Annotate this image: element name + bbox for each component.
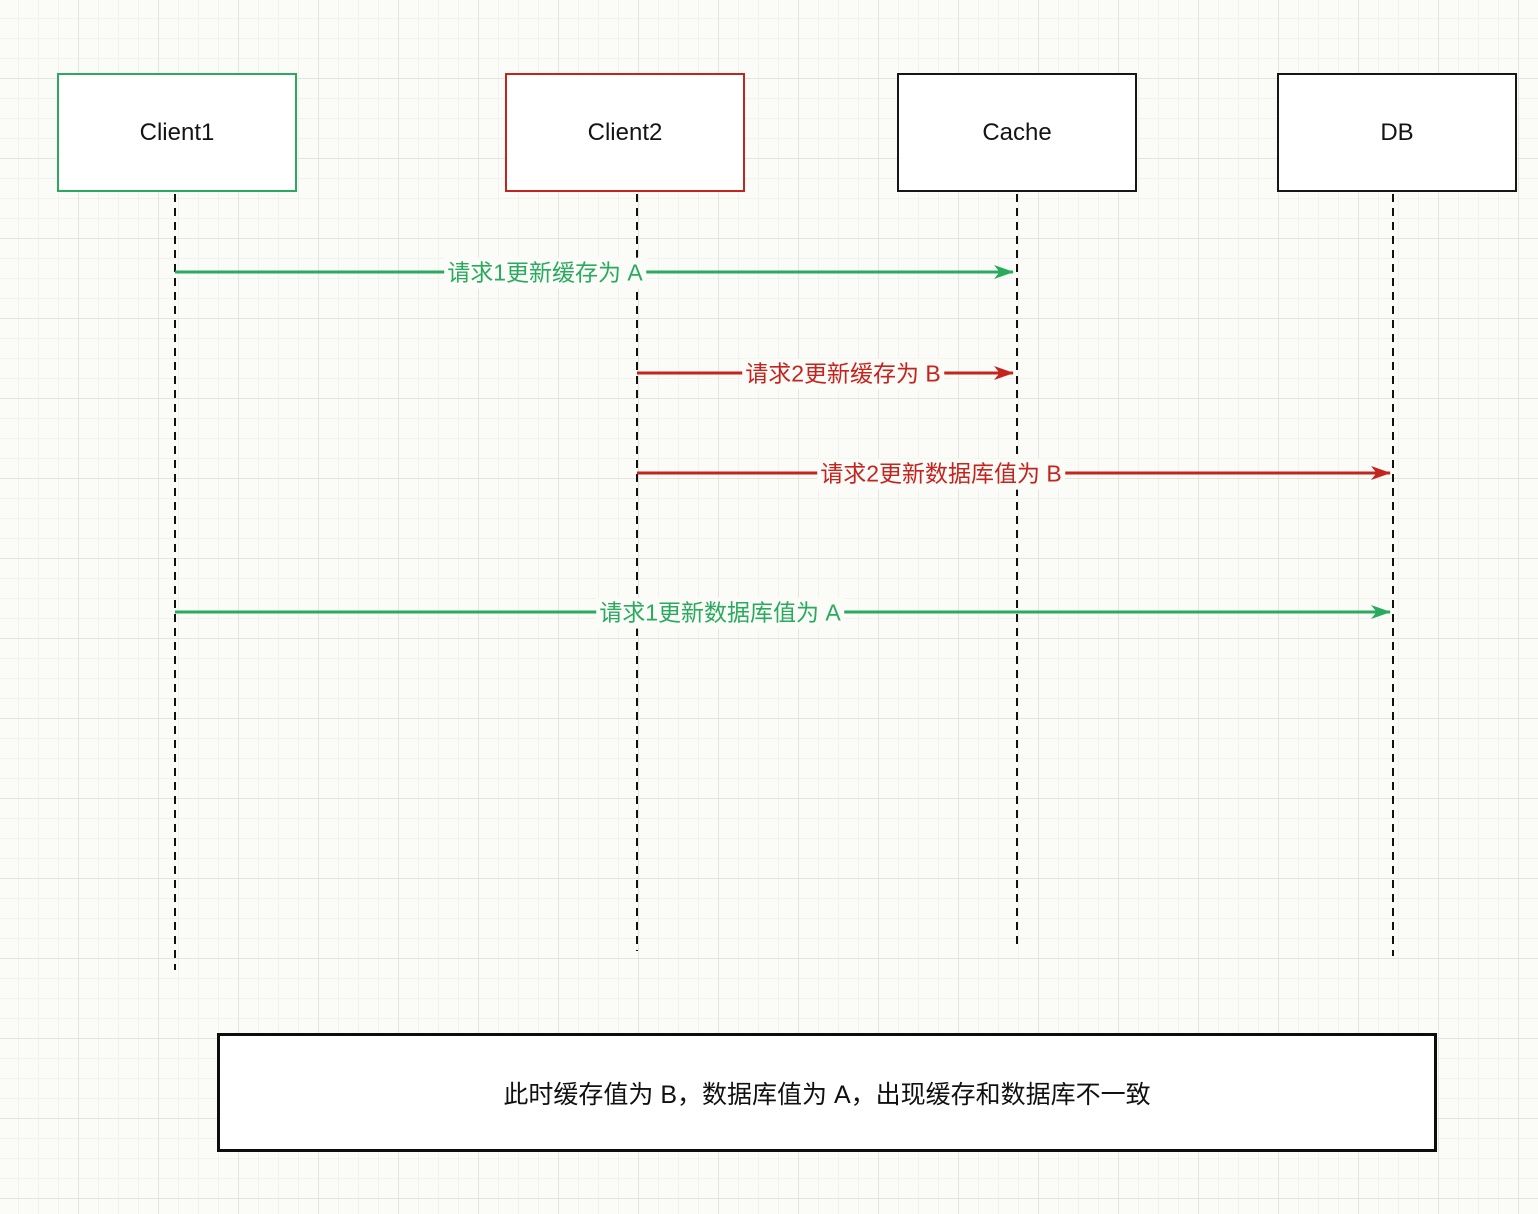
actor-label-client2: Client2 [587, 118, 663, 146]
actor-box-client2: Client2 [505, 73, 745, 192]
actor-box-client1: Client1 [57, 73, 297, 192]
message-label-4: 请求1更新数据库值为 A [596, 597, 844, 629]
message-label-2: 请求2更新缓存为 B [742, 358, 944, 390]
note-box: 此时缓存值为 B，数据库值为 A，出现缓存和数据库不一致 [217, 1033, 1437, 1152]
actor-box-cache: Cache [897, 73, 1137, 192]
note-text: 此时缓存值为 B，数据库值为 A，出现缓存和数据库不一致 [503, 1080, 1151, 1109]
actor-label-client1: Client1 [139, 118, 215, 146]
message-label-3: 请求2更新数据库值为 B [817, 458, 1065, 490]
message-label-1: 请求1更新缓存为 A [444, 257, 646, 289]
actor-label-cache: Cache [982, 118, 1052, 146]
actor-label-db: DB [1380, 118, 1414, 146]
actor-box-db: DB [1277, 73, 1517, 192]
